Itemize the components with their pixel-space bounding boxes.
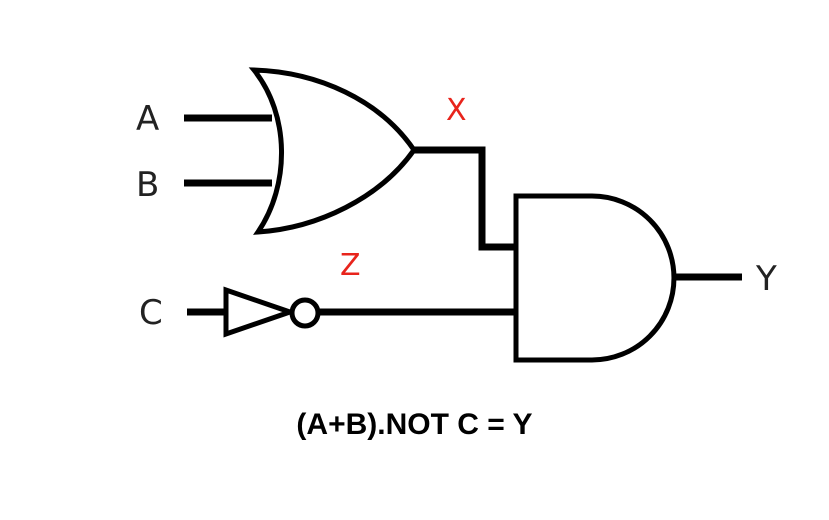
label-y: Y — [755, 259, 777, 299]
not-gate — [223, 286, 298, 338]
label-z: Z — [340, 248, 361, 283]
label-x: X — [446, 93, 467, 128]
boolean-equation: (A+B).NOT C = Y — [296, 408, 533, 441]
not-gate-bubble — [289, 297, 321, 329]
label-a: A — [136, 99, 159, 139]
and-gate — [513, 193, 677, 363]
label-c: C — [139, 293, 163, 333]
label-b: B — [136, 165, 159, 205]
wire-x — [414, 146, 516, 251]
or-gate — [248, 67, 418, 235]
